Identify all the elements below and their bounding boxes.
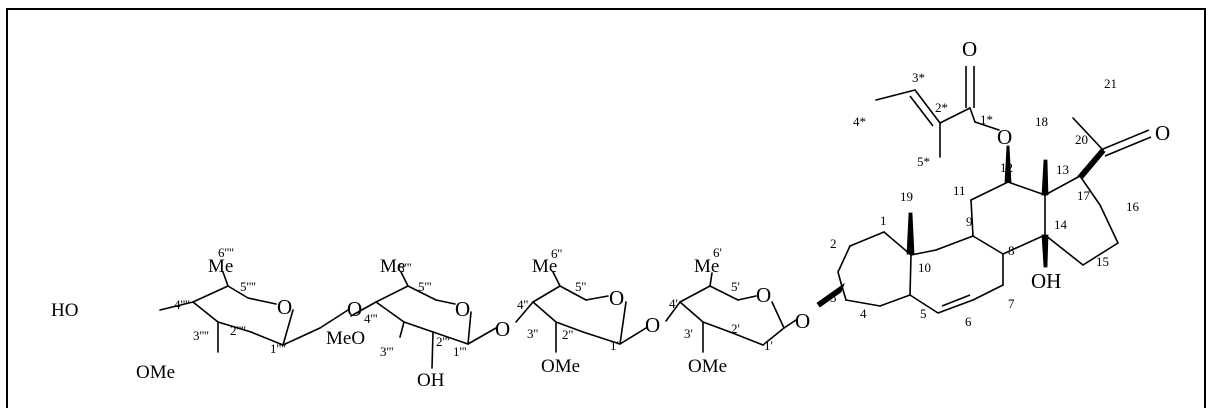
label-s1: 1* bbox=[980, 112, 993, 127]
label-c15: 15 bbox=[1096, 254, 1109, 269]
label-c18: 18 bbox=[1035, 114, 1048, 129]
label-p4: 4' bbox=[669, 296, 678, 311]
label-c6: 6 bbox=[965, 314, 972, 329]
ester-carbonyl-o-label: O bbox=[962, 37, 977, 61]
label-t6: 6'''' bbox=[218, 245, 234, 260]
sugar-ring-1 bbox=[665, 272, 797, 353]
ketone-o-label: O bbox=[1155, 121, 1170, 145]
sugar-ring-2 bbox=[515, 271, 647, 353]
c14-oh-wedge bbox=[1041, 234, 1049, 268]
label-c16: 16 bbox=[1126, 199, 1140, 214]
steroid-ring-a bbox=[837, 231, 912, 307]
label-r3: 3''' bbox=[380, 344, 394, 359]
label-r4: 4''' bbox=[364, 311, 378, 326]
label-c7: 7 bbox=[1008, 296, 1015, 311]
glycosidic-o-2-label: O bbox=[645, 313, 660, 337]
label-c5: 5 bbox=[920, 306, 927, 321]
label-p3: 3' bbox=[684, 326, 693, 341]
label-c11: 11 bbox=[953, 183, 966, 198]
ring-o-1-label: O bbox=[756, 283, 771, 307]
structure-figure: O O O OH O O O O O O O O Me Me Me Me OMe… bbox=[6, 8, 1206, 408]
methoxy-3-qprime-label: OMe bbox=[136, 362, 175, 383]
label-t2: 2'''' bbox=[230, 323, 246, 338]
steroid-ring-b bbox=[909, 235, 1004, 314]
label-q4: 4'' bbox=[517, 297, 528, 312]
methoxy-3-dprime-label: OMe bbox=[541, 356, 580, 377]
label-c3: 3 bbox=[830, 290, 837, 305]
glycosidic-o-4-label: O bbox=[347, 297, 362, 321]
label-c2: 2 bbox=[830, 236, 837, 251]
label-r6: 6''' bbox=[398, 260, 412, 275]
c12-o-wedge bbox=[1004, 145, 1012, 183]
label-p2: 2' bbox=[731, 321, 740, 336]
label-t3: 3'''' bbox=[193, 328, 209, 343]
label-r2: 2''' bbox=[436, 334, 450, 349]
label-t1: 1'''' bbox=[270, 341, 286, 356]
sugar-ring-4 bbox=[159, 271, 349, 353]
ester-ether-o-label: O bbox=[997, 125, 1012, 149]
label-c10: 10 bbox=[918, 260, 931, 275]
molecule-diagram: O O O OH O O O O O O O O Me Me Me Me OMe… bbox=[51, 37, 1170, 391]
steroid-ring-c bbox=[970, 181, 1046, 255]
label-c13: 13 bbox=[1056, 162, 1069, 177]
glycosidic-o-3-label: O bbox=[495, 317, 510, 341]
methyl-6-qprime-label: Me bbox=[208, 256, 233, 277]
label-q5: 5'' bbox=[575, 279, 586, 294]
label-c8: 8 bbox=[1008, 243, 1015, 258]
label-c17: 17 bbox=[1077, 188, 1091, 203]
label-c14: 14 bbox=[1054, 217, 1068, 232]
label-s5: 5* bbox=[917, 154, 930, 169]
c14-hydroxyl-label: OH bbox=[1031, 269, 1061, 293]
label-q6: 6'' bbox=[551, 246, 562, 261]
c18-methyl-wedge bbox=[1041, 159, 1049, 196]
ring-o-3-label: O bbox=[455, 297, 470, 321]
label-s3: 3* bbox=[912, 70, 925, 85]
label-c1: 1 bbox=[880, 213, 887, 228]
label-c20: 20 bbox=[1075, 132, 1088, 147]
label-s4: 4* bbox=[853, 114, 866, 129]
acetyl-group bbox=[1072, 117, 1152, 157]
methoxy-3-tprime-label: MeO bbox=[326, 328, 365, 349]
label-q1: 1'' bbox=[610, 338, 621, 353]
hydroxyl-4-qprime-label: HO bbox=[51, 300, 78, 321]
ring-o-2-label: O bbox=[609, 286, 624, 310]
methyl-6-prime-label: Me bbox=[694, 256, 719, 277]
methoxy-3-prime-label: OMe bbox=[688, 356, 727, 377]
label-r5: 5''' bbox=[418, 279, 432, 294]
label-c21: 21 bbox=[1104, 76, 1117, 91]
label-c12: 12 bbox=[1000, 160, 1013, 175]
glycosidic-o-1-label: O bbox=[795, 309, 810, 333]
label-t4: 4'''' bbox=[174, 297, 190, 312]
c3-o-wedge bbox=[816, 282, 845, 308]
label-r1: 1''' bbox=[453, 344, 467, 359]
label-p6: 6' bbox=[713, 245, 722, 260]
label-t5: 5'''' bbox=[240, 279, 256, 294]
c19-methyl-wedge bbox=[906, 212, 915, 255]
label-q2: 2'' bbox=[562, 327, 573, 342]
steroid-ring-d bbox=[1044, 175, 1119, 266]
ring-o-4-label: O bbox=[277, 295, 292, 319]
methyl-6-dprime-label: Me bbox=[532, 256, 557, 277]
label-q3: 3'' bbox=[527, 326, 538, 341]
hydroxyl-2-tprime-label: OH bbox=[417, 370, 445, 391]
ester-group bbox=[875, 66, 1000, 158]
label-c19: 19 bbox=[900, 189, 913, 204]
label-c9: 9 bbox=[966, 214, 973, 229]
label-p1: 1' bbox=[764, 338, 773, 353]
c17-acetyl-wedge bbox=[1077, 148, 1106, 179]
label-c4: 4 bbox=[860, 306, 867, 321]
sugar-ring-3 bbox=[350, 271, 497, 369]
label-s2: 2* bbox=[935, 100, 948, 115]
methyl-6-tprime-label: Me bbox=[380, 256, 405, 277]
label-p5: 5' bbox=[731, 279, 740, 294]
